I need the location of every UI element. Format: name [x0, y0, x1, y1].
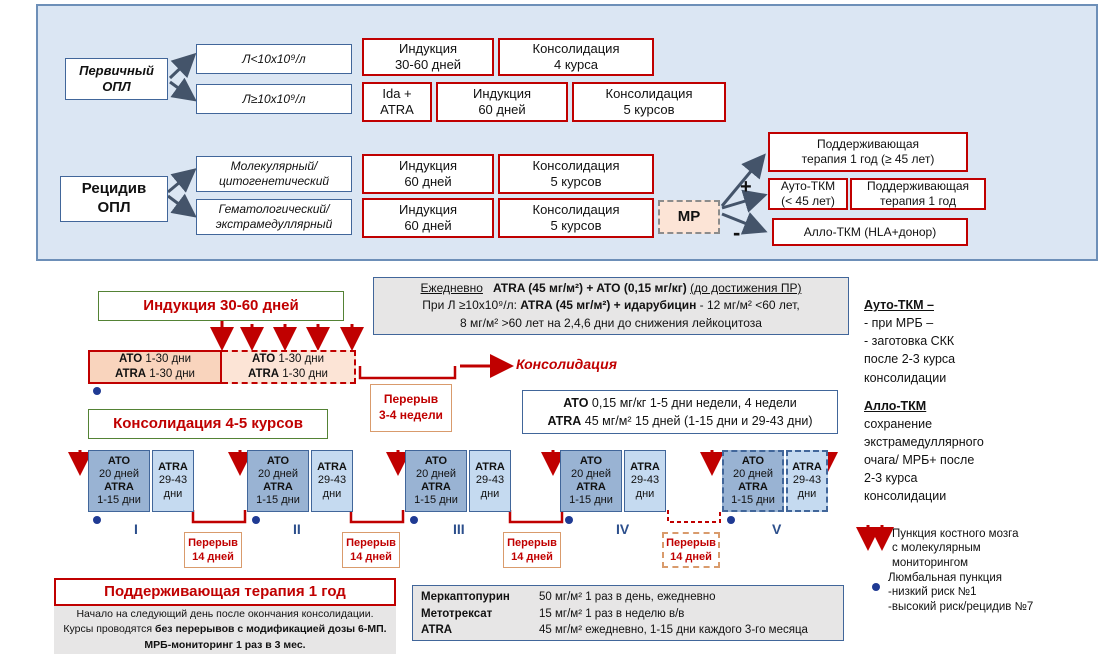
plus-sign: + [740, 176, 752, 198]
arrow-to-allo [721, 212, 768, 235]
legend-lumbar: Люмбальная пункция -низкий риск №1 -высо… [888, 572, 1034, 613]
induction-title: Индукция 30-60 дней [98, 291, 344, 321]
pause-bracket [349, 510, 405, 524]
high-wbc-box: Л≥10х10⁹/л [196, 84, 352, 114]
lumbar-dot [410, 516, 418, 524]
lumbar-dot [93, 387, 101, 395]
induction-pause-bracket [358, 366, 457, 380]
cycle-number: III [453, 521, 465, 537]
allo-tkm-title: Алло-ТКМ [864, 398, 927, 413]
induction-block-solid: ATO 1-30 дни ATRA 1-30 дни [88, 350, 222, 384]
arrow-to-high-wbc [169, 77, 197, 102]
molecular-relapse-box: Молекулярный/цитогенетический [196, 156, 352, 192]
sidebar-line: после 2-3 курса [864, 352, 956, 367]
hematologic-relapse-box: Гематологический/экстрамедуллярный [196, 199, 352, 235]
arrow-to-molecular [167, 168, 197, 194]
arrow-to-auto [721, 189, 768, 213]
arrow-to-low-wbc [168, 52, 197, 80]
sidebar-line: очага/ МРБ+ после [864, 453, 975, 467]
arrow-to-maint [720, 153, 766, 207]
to-consolidation-label: Консолидация [516, 356, 617, 372]
mr-box: МР [658, 200, 720, 234]
sidebar-line: консолидации [864, 370, 947, 385]
arrow-to-hematologic [167, 193, 197, 218]
lumbar-dot [565, 516, 573, 524]
sidebar-line: 2-3 курса [864, 471, 918, 486]
low-wbc-box: Л<10х10⁹/л [196, 44, 352, 74]
lumbar-dot [252, 516, 260, 524]
ida-atra-box: Ida +ATRA [362, 82, 432, 122]
cycle-number: V [772, 521, 782, 537]
auto-tkm-title: Ауто-ТКМ – [864, 298, 934, 312]
legend-lumbar-dot [872, 583, 880, 591]
consolidation-title: Консолидация 4-5 курсов [88, 409, 328, 439]
auto-tkm-box: Ауто-ТКМ(< 45 лет) [768, 178, 848, 210]
lumbar-dot [727, 516, 735, 524]
maintenance-details: Начало на следующий день после окончания… [54, 606, 396, 654]
sidebar-line: - при МРБ – [864, 316, 934, 331]
minus-sign: - [733, 220, 741, 245]
sidebar-line: консолидации [864, 489, 947, 504]
sidebar-line: экстрамедуллярного [864, 434, 984, 449]
sidebar-line: - заготовка СКК [864, 334, 955, 349]
sidebar-notes: Ауто-ТКМ – - при МРБ – - заготовка СКК п… [864, 296, 1100, 505]
induction-block-dashed: ATO 1-30 дни ATRA 1-30 дни [222, 350, 356, 384]
sidebar-line: сохранение [864, 416, 933, 431]
lumbar-dot [93, 516, 101, 524]
allo-tkm-box: Алло-ТКМ (HLA+донор) [772, 218, 968, 246]
pause-bracket-dashed [667, 510, 721, 523]
legend-puncture: Пункция костного мозга с молекулярным мо… [892, 528, 1019, 569]
cycle-number: II [293, 521, 301, 537]
ato-dosing-box: ATO 0,15 мг/кг 1-5 дни недели, 4 недели … [522, 390, 838, 434]
pause-bracket [191, 510, 247, 524]
cycle-number: I [134, 521, 138, 537]
daily-dosing-box: Ежедневно ATRA (45 мг/м²) + ATO (0,15 мг… [373, 277, 849, 335]
cycle-number: IV [616, 521, 630, 537]
maintenance-title: Поддерживающая терапия 1 год [54, 578, 396, 606]
pause-bracket [508, 510, 564, 524]
